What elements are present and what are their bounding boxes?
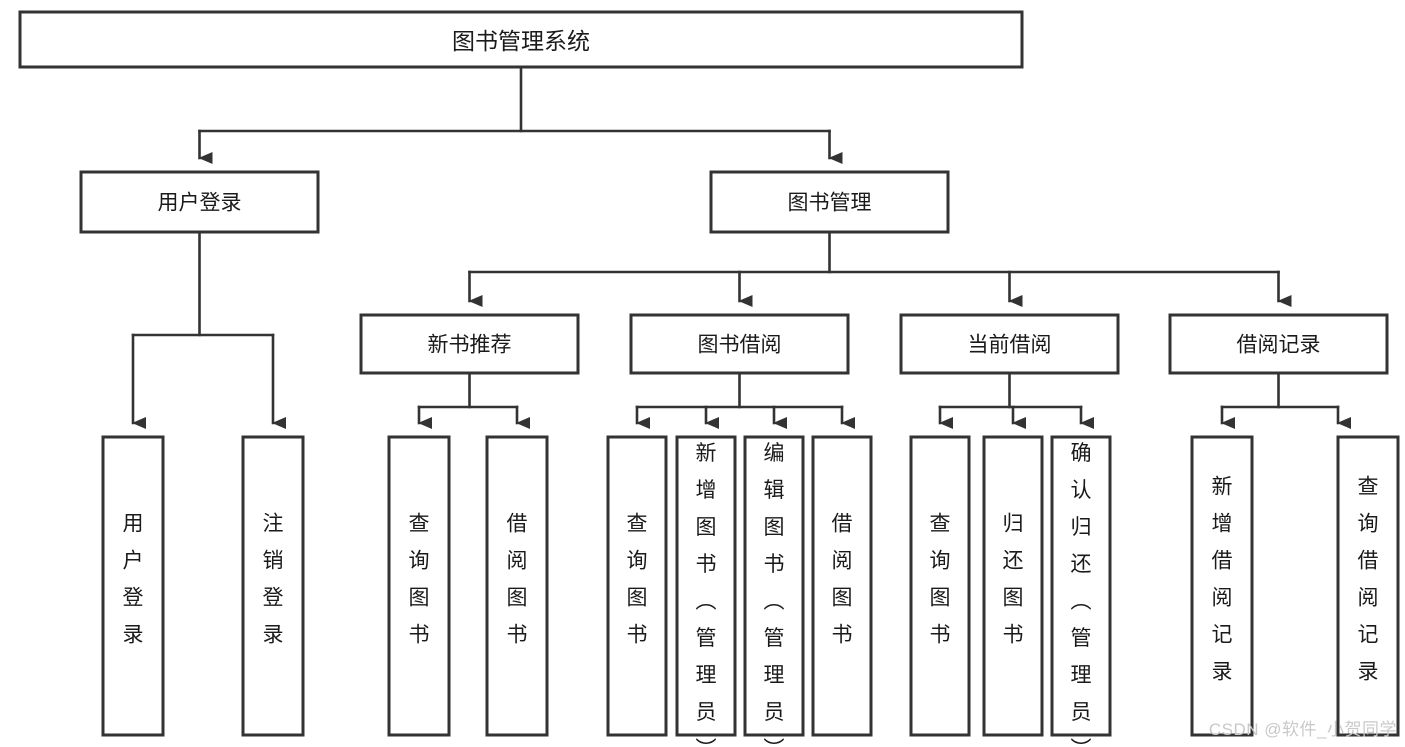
connector-book-mgmt-to-level3 — [468, 230, 1292, 307]
node-borrow-record[interactable]: 借阅记录 — [1168, 313, 1389, 375]
node-root-box — [18, 10, 1024, 69]
connector-book-borrow-to-leaves — [635, 371, 855, 429]
leaf-box — [387, 435, 451, 737]
node-current-borrow-box — [899, 313, 1120, 375]
leaf-node-layer: 用户登录 注销登录 查询图书 借阅图书 查询图书 新增图书︵管理员︶ 编辑图书︵… — [101, 435, 1400, 747]
leaf-label: 查询图书 — [409, 513, 430, 647]
leaf-box — [743, 435, 805, 737]
connector-user-login-to-leaves — [131, 230, 286, 429]
node-book-management-label: 图书管理 — [788, 192, 872, 215]
node-root-system[interactable]: 图书管理系统 — [18, 10, 1024, 69]
leaf-label: 查询图书 — [930, 513, 951, 647]
leaf-box — [811, 435, 873, 737]
leaf-label: 用户登录 — [123, 513, 144, 647]
leaf-label: 新增借阅记录 — [1212, 476, 1233, 684]
node-root-label: 图书管理系统 — [452, 28, 590, 54]
leaf-node[interactable]: 新增图书︵管理员︶ — [675, 435, 737, 747]
node-user-login-label: 用户登录 — [158, 192, 242, 215]
leaf-label: 新增图书︵管理员︶ — [696, 442, 717, 747]
node-user-login[interactable]: 用户登录 — [79, 170, 320, 234]
leaf-label: 借阅图书 — [507, 513, 528, 647]
node-current-borrow[interactable]: 当前借阅 — [899, 313, 1120, 375]
connector-layer — [131, 65, 1351, 429]
leaf-label: 确认归还︵管理员︶ — [1071, 442, 1092, 747]
leaf-box — [606, 435, 668, 737]
node-user-login-box — [79, 170, 320, 234]
leaf-node[interactable]: 编辑图书︵管理员︶ — [743, 435, 805, 747]
leaf-node[interactable]: 归还图书 — [982, 435, 1044, 737]
leaf-node[interactable]: 查询借阅记录 — [1336, 435, 1400, 737]
leaf-box — [1336, 435, 1400, 737]
node-book-borrow-box — [629, 313, 850, 375]
connector-borrow-record-to-leaves — [1220, 371, 1351, 429]
leaf-label: 编辑图书︵管理员︶ — [764, 442, 785, 747]
node-book-management[interactable]: 图书管理 — [709, 170, 950, 234]
leaf-label: 查询借阅记录 — [1358, 476, 1379, 684]
leaf-node[interactable]: 查询图书 — [387, 435, 451, 737]
leaf-node[interactable]: 查询图书 — [909, 435, 971, 737]
leaf-node[interactable]: 查询图书 — [606, 435, 668, 737]
leaf-node[interactable]: 借阅图书 — [485, 435, 549, 737]
connector-root-to-level2 — [198, 65, 843, 164]
leaf-label: 借阅图书 — [832, 513, 853, 647]
leaf-node[interactable]: 新增借阅记录 — [1190, 435, 1254, 737]
leaf-label: 注销登录 — [263, 513, 284, 647]
node-current-borrow-label: 当前借阅 — [968, 334, 1052, 357]
leaf-box — [909, 435, 971, 737]
node-book-borrow[interactable]: 图书借阅 — [629, 313, 850, 375]
leaf-node[interactable]: 确认归还︵管理员︶ — [1050, 435, 1112, 747]
leaf-box — [1050, 435, 1112, 737]
leaf-box — [485, 435, 549, 737]
leaf-box — [1190, 435, 1254, 737]
node-borrow-record-box — [1168, 313, 1389, 375]
node-borrow-record-label: 借阅记录 — [1237, 334, 1321, 357]
node-book-management-box — [709, 170, 950, 234]
leaf-label: 查询图书 — [627, 513, 648, 647]
node-book-borrow-label: 图书借阅 — [698, 334, 782, 357]
node-new-book-recommend[interactable]: 新书推荐 — [359, 313, 580, 375]
node-new-book-recommend-label: 新书推荐 — [428, 334, 512, 357]
leaf-box — [241, 435, 305, 737]
node-new-book-recommend-box — [359, 313, 580, 375]
leaf-box — [982, 435, 1044, 737]
leaf-node[interactable]: 用户登录 — [101, 435, 165, 737]
leaf-node[interactable]: 借阅图书 — [811, 435, 873, 737]
connector-new-book-to-leaves — [417, 371, 530, 429]
connector-current-borrow-to-leaves — [938, 371, 1094, 429]
leaf-label: 归还图书 — [1003, 513, 1024, 647]
leaf-box — [101, 435, 165, 737]
leaf-node[interactable]: 注销登录 — [241, 435, 305, 737]
leaf-box — [675, 435, 737, 737]
